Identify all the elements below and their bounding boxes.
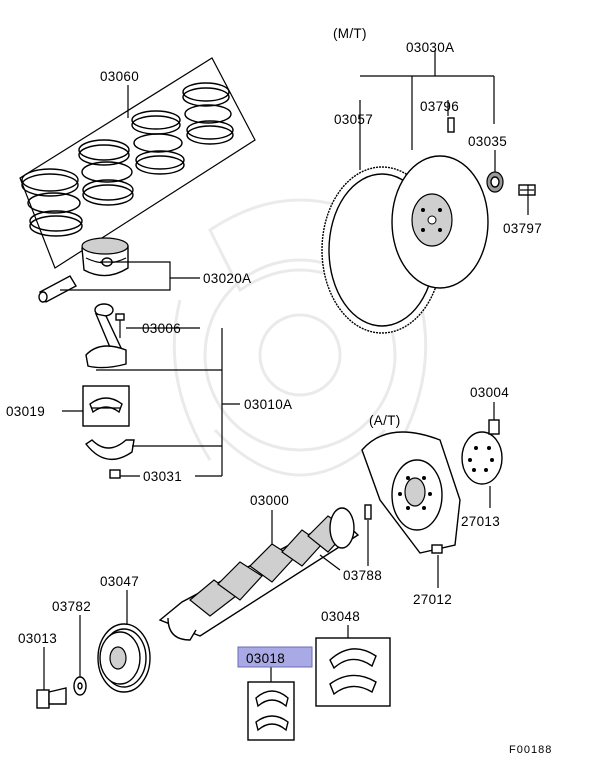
piston-part [38,237,200,303]
label-03048[interactable]: 03048 [321,609,360,624]
label-03030A[interactable]: 03030A [406,40,454,55]
crank-pulley-part [36,590,151,709]
thrust-bearing-part [315,625,391,707]
label-03004[interactable]: 03004 [470,385,509,400]
label-27013[interactable]: 27013 [461,514,500,529]
label-03019[interactable]: 03019 [6,404,45,419]
label-03006[interactable]: 03006 [142,321,181,336]
label-27012[interactable]: 27012 [413,592,452,607]
label-03018[interactable]: 03018 [246,651,285,666]
label-03788[interactable]: 03788 [343,568,382,583]
label-03035[interactable]: 03035 [468,134,507,149]
label-03020A[interactable]: 03020A [203,271,251,286]
flywheel-part [321,50,536,334]
label-03013[interactable]: 03013 [18,631,57,646]
label-03057[interactable]: 03057 [334,112,373,127]
note-mt: (M/T) [333,26,367,41]
label-03031[interactable]: 03031 [143,469,182,484]
label-03796[interactable]: 03796 [420,99,459,114]
label-03047[interactable]: 03047 [100,574,139,589]
crankshaft-part [158,507,360,641]
drive-plate-part [361,402,503,588]
label-03797[interactable]: 03797 [503,221,542,236]
piston-rings-part [19,57,256,269]
label-03000[interactable]: 03000 [250,493,289,508]
figure-code: F00188 [509,744,552,756]
connecting-rod-part [62,303,240,479]
highlight-03018 [237,646,313,668]
note-at: (A/T) [369,413,401,428]
main-bearing-part [247,667,295,741]
label-03782[interactable]: 03782 [52,599,91,614]
label-03060[interactable]: 03060 [100,69,139,84]
label-03010A[interactable]: 03010A [244,397,292,412]
